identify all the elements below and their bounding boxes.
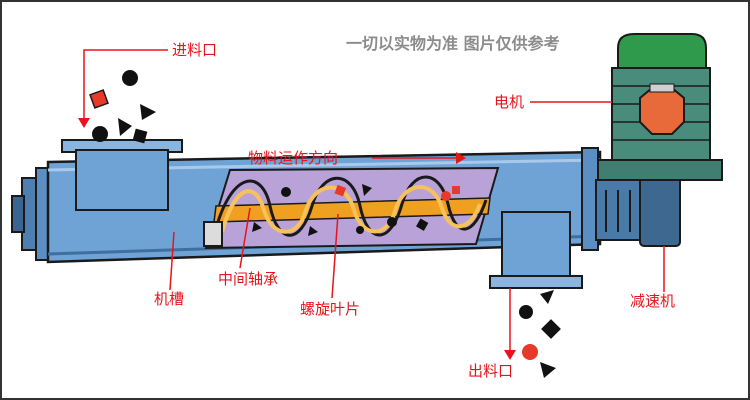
outlet-particles (519, 290, 561, 378)
motor (597, 33, 723, 181)
inlet-hopper (61, 139, 183, 211)
middle-bearing (203, 221, 223, 247)
trough-leader (169, 231, 175, 291)
outlet-spout (489, 211, 583, 289)
bearing-leader (239, 207, 251, 269)
disclaimer-note: 一切以实物为准 图片仅供参考 (346, 34, 560, 53)
label-trough: 机槽 (154, 290, 185, 308)
leader-lines (83, 49, 665, 350)
label-motor: 电机 (494, 93, 525, 111)
reducer (595, 173, 681, 247)
motor-terminal-box (639, 87, 685, 135)
arrowheads (78, 118, 516, 360)
spiral-blade (212, 175, 488, 237)
label-flow-direction: 物料运作方向 (248, 149, 339, 167)
left-end-cap (11, 167, 51, 261)
chamber-particles (252, 184, 460, 236)
inlet-particles (89, 70, 156, 144)
blade-leader (331, 213, 339, 299)
arrow-down-icon (78, 118, 90, 128)
motor-base (597, 159, 723, 181)
arrow-down-icon (504, 350, 516, 360)
screw-chamber (203, 166, 500, 250)
label-bearing: 中间轴承 (218, 270, 279, 288)
label-inlet: 进料口 (172, 41, 218, 59)
motor-fan-cover (617, 33, 707, 71)
label-blade: 螺旋叶片 (300, 300, 361, 318)
inlet-leader (83, 49, 168, 118)
label-reducer: 减速机 (630, 292, 676, 310)
arrow-right-icon (456, 152, 466, 164)
label-outlet: 出料口 (468, 362, 514, 380)
